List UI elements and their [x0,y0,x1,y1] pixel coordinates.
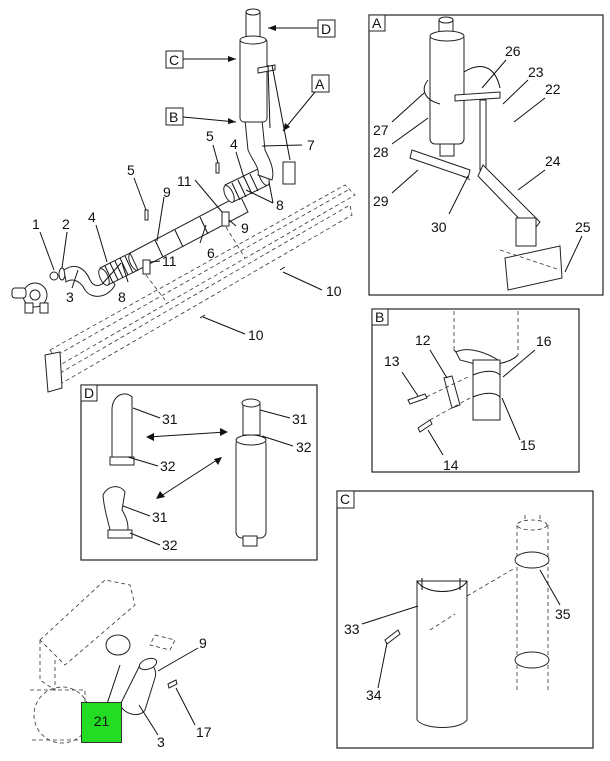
svg-text:22: 22 [545,81,561,97]
svg-text:11: 11 [177,173,192,189]
detail-panel-B: B 12 13 16 15 14 [371,308,580,473]
svg-text:31: 31 [152,509,168,525]
svg-text:3: 3 [157,734,165,750]
panel-C-part-labels: 33 34 35 [344,569,571,703]
svg-text:A: A [315,76,325,92]
svg-text:B: B [169,109,178,125]
svg-text:5: 5 [127,162,135,178]
svg-text:C: C [169,52,179,68]
highlighted-part-label: 21 [93,713,110,729]
svg-text:23: 23 [528,64,544,80]
panel-C-muffler-outline [429,515,550,690]
svg-text:9: 9 [199,635,207,651]
svg-text:31: 31 [292,411,308,427]
svg-text:8: 8 [276,197,284,213]
svg-text:28: 28 [373,144,389,160]
svg-text:16: 16 [536,333,552,349]
svg-text:32: 32 [296,439,312,455]
panel-B-pipe [453,311,519,421]
muffler-bracket [257,64,296,185]
svg-text:9: 9 [163,184,171,200]
svg-text:8: 8 [118,289,126,305]
svg-text:35: 35 [555,606,571,622]
svg-text:2: 2 [62,216,70,232]
svg-text:33: 33 [344,621,360,637]
svg-text:27: 27 [373,122,389,138]
svg-text:4: 4 [88,209,96,225]
interchange-arrows [146,428,228,499]
callout-tag-C: C [165,50,236,69]
offset-stack [102,486,133,539]
panel-A-part-labels: 26 23 22 27 28 24 29 30 25 [373,43,591,273]
svg-text:31: 31 [162,411,178,427]
panel-B-bracket [407,375,471,433]
svg-text:7: 7 [307,137,315,153]
svg-text:25: 25 [575,219,591,235]
svg-text:D: D [84,385,94,401]
svg-text:30: 30 [431,219,447,235]
svg-text:9: 9 [241,220,249,236]
clamp-part-1 [49,271,59,281]
panel-D-part-labels: 31 32 31 32 31 32 [122,407,312,553]
highlighted-part-21[interactable]: 21 [81,702,122,743]
callout-tag-A: A [282,74,330,132]
svg-text:11: 11 [162,253,177,269]
main-part-labels: 1 2 3 4 4 5 5 6 7 8 8 9 9 [32,128,342,343]
svg-text:4: 4 [230,136,238,152]
svg-text:29: 29 [373,193,389,209]
muffler [239,8,268,123]
svg-text:A: A [372,15,382,31]
svg-text:6: 6 [207,245,215,261]
svg-text:13: 13 [384,353,400,369]
svg-text:10: 10 [248,327,264,343]
svg-text:1: 1 [32,216,40,232]
svg-text:15: 15 [520,437,536,453]
engine-view: 9 17 3 [30,579,212,750]
engine-pipe [119,657,178,716]
svg-text:10: 10 [326,283,342,299]
elbow-part-7 [244,119,274,181]
svg-text:D: D [321,21,331,37]
svg-text:32: 32 [160,458,176,474]
detail-panel-C: C 33 34 35 [336,490,594,749]
svg-text:26: 26 [505,43,521,59]
svg-text:B: B [375,309,384,325]
straight-stack-muffler [235,398,267,547]
svg-text:24: 24 [545,153,561,169]
callout-tag-D: D [268,19,336,38]
svg-text:C: C [340,491,350,507]
curved-stack [109,393,135,466]
svg-text:17: 17 [196,724,212,740]
svg-text:5: 5 [206,128,214,144]
heat-shield [416,578,468,728]
svg-text:34: 34 [366,687,382,703]
svg-text:32: 32 [162,537,178,553]
turbocharger [11,282,49,314]
panel-A-muffler [429,16,465,157]
svg-text:3: 3 [66,289,74,305]
detail-panel-D: D 31 32 31 [80,384,318,561]
main-view: D C A B 1 2 3 4 [11,8,356,393]
panel-B-part-labels: 12 13 16 15 14 [384,332,552,473]
callout-tag-B: B [165,107,237,126]
svg-text:14: 14 [443,457,459,473]
engine-part-labels: 9 17 3 [104,635,212,750]
panel-A-bracket [409,66,563,291]
svg-text:12: 12 [415,332,431,348]
detail-panel-A: A 26 23 22 27 28 [368,14,604,296]
long-pipe-part-6 [129,194,249,271]
panel-C-bolt [384,629,401,645]
frame-rail [44,184,356,393]
hanger-clamps [142,162,286,319]
